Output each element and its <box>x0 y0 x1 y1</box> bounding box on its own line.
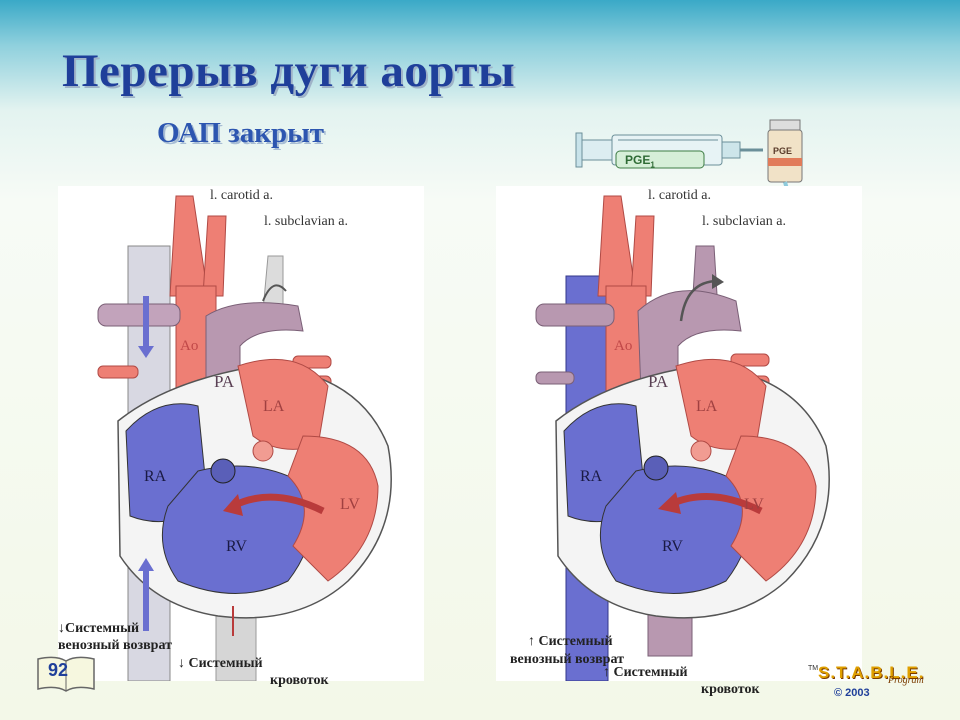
heart-diagram-closed-duct: l. carotid a. l. subclavian a. Ao PA LA … <box>58 186 424 681</box>
left-systemic-flow-line2: кровоток <box>270 673 329 688</box>
label-la-right: LA <box>696 398 718 415</box>
right-systemic-flow-line1: ↑ Системный <box>603 665 688 680</box>
label-carotid-artery: l. carotid a. <box>210 188 273 203</box>
label-pa-right: PA <box>648 372 669 391</box>
label-subclavian-artery-right: l. subclavian a. <box>702 214 786 229</box>
label-lv-right: LV <box>744 496 764 513</box>
book-icon <box>37 656 95 692</box>
label-ra: RA <box>144 468 167 485</box>
label-ao: Ao <box>180 338 199 354</box>
syringe-illustration <box>575 119 803 279</box>
heart-diagram-with-pge: l. carotid a. l. subclavian a. Ao PA LA … <box>496 186 862 681</box>
left-systemic-flow-line1: ↓ Системный <box>178 656 263 671</box>
copyright: © 2003 <box>834 687 870 699</box>
page-title: Перерыв дуги аорты <box>62 45 516 97</box>
heart-illustration-left <box>97 195 392 681</box>
stable-program-logo: TM S.T.A.B.L.E. Program <box>808 663 925 686</box>
page-number: 92 <box>48 660 69 680</box>
label-lv: LV <box>340 496 360 513</box>
syringe-label-sub: 1 <box>650 160 655 170</box>
left-venous-return-line1: ↓Системный <box>58 621 140 636</box>
page-subtitle: ОАП закрыт <box>157 117 325 149</box>
page-number-badge: 92 <box>36 655 96 693</box>
label-ra-right: RA <box>580 468 603 485</box>
logo-program: Program <box>888 675 924 686</box>
label-subclavian-artery: l. subclavian a. <box>264 214 348 229</box>
label-la: LA <box>263 398 285 415</box>
label-rv: RV <box>226 538 247 555</box>
label-rv-right: RV <box>662 538 683 555</box>
logo-name: S.T.A.B.L.E. <box>818 663 925 682</box>
left-venous-return-line2: венозный возврат <box>58 638 172 653</box>
label-carotid-artery-right: l. carotid a. <box>648 188 711 203</box>
right-venous-return-line1: ↑ Системный <box>528 634 613 649</box>
right-venous-return-line2: венозный возврат <box>510 652 624 667</box>
syringe-label: PGE1 <box>625 153 655 169</box>
vial-label: PGE <box>773 146 793 156</box>
label-pa: PA <box>214 372 235 391</box>
right-systemic-flow-line2: кровоток <box>701 682 760 697</box>
syringe-label-text: PGE <box>625 153 651 167</box>
logo-trademark: TM <box>808 665 819 672</box>
heart-illustration-right <box>535 195 830 681</box>
label-ao-right: Ao <box>614 338 633 354</box>
